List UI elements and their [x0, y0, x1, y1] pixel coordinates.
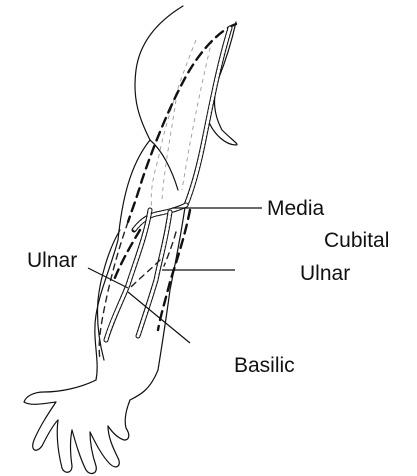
label-media: Media: [267, 198, 324, 219]
median-cubital-vein: [134, 205, 186, 230]
basilic-vein-upper: [186, 28, 230, 205]
label-ulnar-left: Ulnar: [27, 250, 77, 271]
label-ulnar-right: Ulnar: [300, 263, 350, 284]
label-basilic: Basilic: [234, 355, 295, 376]
deep-veins: [151, 40, 212, 210]
arm-outline: [24, 6, 237, 473]
label-cubital: Cubital: [324, 230, 389, 251]
